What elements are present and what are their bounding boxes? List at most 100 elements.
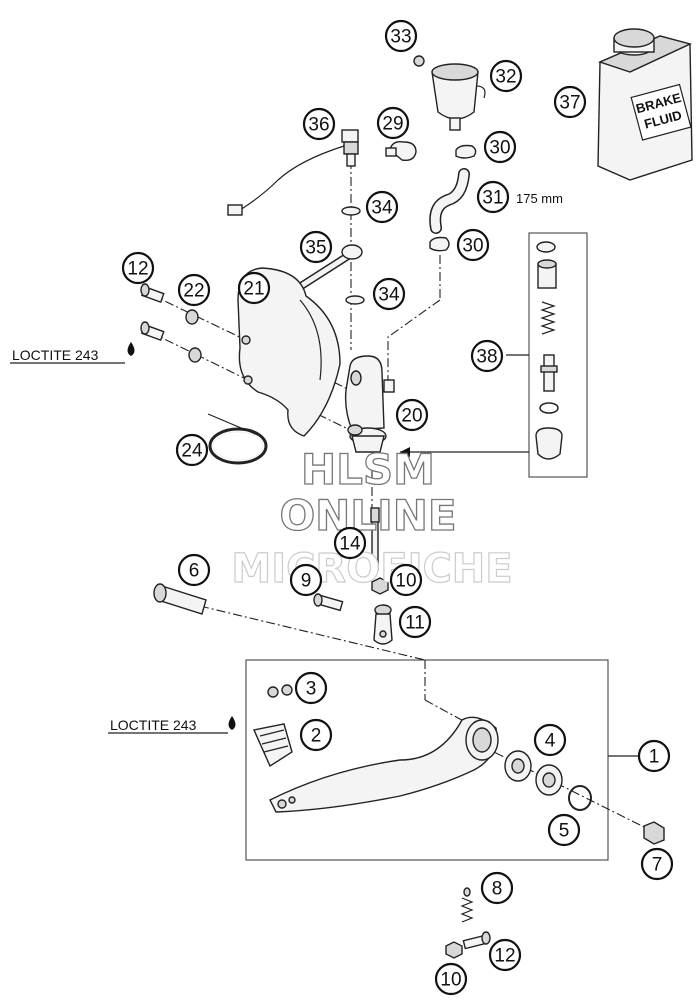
svg-text:38: 38: [476, 347, 497, 368]
clevis-bolt: [313, 593, 344, 612]
callout-35: 35: [299, 230, 333, 264]
callout-29: 29: [376, 106, 410, 140]
callout-7: 7: [640, 847, 674, 881]
bolt-upper: [140, 283, 165, 304]
return-spring: [460, 887, 474, 923]
brake-light-switch: [227, 129, 359, 216]
callout-30-lower: 30: [456, 228, 490, 262]
watermark-line-3: MICROFICHE: [231, 546, 512, 592]
callout-1: 1: [637, 739, 671, 773]
svg-text:6: 6: [189, 561, 200, 582]
svg-text:8: 8: [492, 879, 503, 900]
svg-text:24: 24: [181, 441, 203, 462]
assembly-box-1: [245, 659, 609, 861]
svg-text:1: 1: [649, 747, 660, 768]
spring-bolt: [462, 931, 491, 950]
reservoir-screw: [413, 55, 425, 67]
loctite-note-bottom: LOCTITE 243: [110, 717, 197, 733]
svg-text:29: 29: [382, 114, 403, 135]
callout-22: 22: [177, 273, 211, 307]
spring-nut: [445, 941, 463, 959]
loctite-note-top: LOCTITE 243: [12, 347, 99, 363]
callout-20: 20: [395, 398, 429, 432]
svg-text:33: 33: [390, 27, 411, 48]
callout-8: 8: [480, 871, 514, 905]
tip-screw-b: [281, 684, 293, 696]
cable-tie: [207, 413, 268, 465]
master-cylinder: [344, 355, 395, 453]
callout-12-lower: 12: [488, 938, 522, 972]
svg-text:37: 37: [559, 93, 580, 114]
hose-clamp-upper: [455, 144, 477, 159]
washer-lower: [345, 295, 365, 305]
callout-4: 4: [533, 723, 567, 757]
push-rod: [370, 507, 380, 571]
watermark-line-1: HLSM: [301, 445, 435, 494]
svg-text:35: 35: [305, 238, 326, 259]
callout-9: 9: [289, 563, 323, 597]
loctite-drop-top: [127, 342, 135, 356]
callout-32: 32: [489, 59, 523, 93]
svg-text:22: 22: [183, 281, 204, 302]
callout-37: 37: [553, 85, 587, 119]
callout-12-upper: 12: [121, 251, 155, 285]
pivot-nut: [643, 821, 665, 845]
loctite-drop-bottom: [228, 716, 236, 730]
callout-3: 3: [294, 671, 328, 705]
callout-10-lower: 10: [434, 962, 468, 996]
svg-text:10: 10: [440, 970, 461, 991]
svg-text:21: 21: [243, 279, 264, 300]
svg-text:20: 20: [401, 406, 422, 427]
callout-21: 21: [237, 271, 271, 305]
svg-text:30: 30: [462, 236, 483, 257]
svg-text:7: 7: [652, 855, 663, 876]
callout-33: 33: [384, 19, 418, 53]
watermark-line-2: ONLINE: [279, 491, 456, 540]
callout-11: 11: [398, 605, 432, 639]
svg-text:36: 36: [308, 115, 329, 136]
svg-text:2: 2: [311, 726, 322, 747]
bearing-1: [504, 750, 532, 782]
callout-34-lower: 34: [372, 277, 406, 311]
svg-text:12: 12: [494, 946, 515, 967]
callout-38: 38: [470, 339, 504, 373]
hose-clamp: [385, 140, 417, 162]
washer-upper: [341, 206, 361, 216]
callout-31: 31: [476, 180, 510, 214]
callout-36: 36: [302, 107, 336, 141]
callout-34-upper: 34: [365, 190, 399, 224]
svg-text:32: 32: [495, 67, 516, 88]
brake-hose: [429, 168, 470, 234]
svg-text:30: 30: [489, 138, 510, 159]
svg-text:5: 5: [559, 821, 570, 842]
bolt-lower: [140, 321, 165, 342]
spacer-upper: [185, 309, 199, 325]
callout-2: 2: [299, 718, 333, 752]
svg-text:34: 34: [378, 285, 400, 306]
callout-24: 24: [175, 433, 209, 467]
heat-shield: [237, 267, 341, 437]
tip-screw-a: [267, 686, 279, 698]
svg-text:31: 31: [482, 188, 503, 209]
svg-text:34: 34: [371, 198, 393, 219]
banjo-brake-line: [294, 244, 363, 292]
brake-fluid-reservoir: [431, 63, 486, 131]
callout-10-upper: 10: [389, 563, 423, 597]
callout-14: 14: [333, 526, 367, 560]
callout-30-upper: 30: [483, 130, 517, 164]
callout-6: 6: [177, 553, 211, 587]
brake-pedal: [269, 716, 499, 813]
svg-text:12: 12: [127, 259, 148, 280]
leader-lines: [10, 354, 638, 757]
clevis: [373, 604, 393, 645]
callout-5: 5: [547, 813, 581, 847]
svg-text:4: 4: [545, 731, 556, 752]
svg-text:11: 11: [405, 613, 425, 634]
circlip: [568, 785, 592, 811]
bearing-2: [535, 764, 563, 796]
brake-fluid-jug: BRAKE FLUID: [597, 28, 693, 181]
seal-kit-parts: [535, 241, 563, 460]
spacer-lower: [188, 347, 202, 363]
pedal-tip: [253, 723, 293, 768]
